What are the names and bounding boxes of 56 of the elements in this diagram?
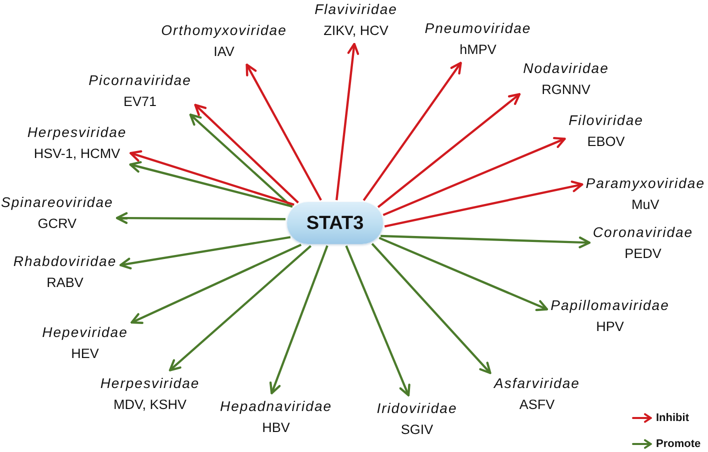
arrow xyxy=(119,236,291,270)
arrow xyxy=(129,161,293,208)
virus-name: RABV xyxy=(46,274,84,292)
virus-family-name: Filoviridae xyxy=(568,111,644,129)
virus-name: EV71 xyxy=(123,93,157,111)
arrow xyxy=(130,244,302,324)
legend-label: Promote xyxy=(656,437,701,451)
arrow xyxy=(194,104,299,204)
virus-name: HSV-1, HCMV xyxy=(34,145,120,163)
virus-name: hMPV xyxy=(460,41,496,59)
virus-name: GCRV xyxy=(38,215,77,233)
virus-family-name: Herpesviridae xyxy=(27,123,127,141)
virus-family-name: Hepeviridae xyxy=(42,323,128,341)
virus-family-name: Spinareoviridae xyxy=(1,193,114,211)
arrow xyxy=(246,64,322,201)
virus-family-name: Orthomyxoviridae xyxy=(161,21,287,39)
virus-name: HEV xyxy=(71,345,99,363)
virus-family-name: Pneumoviridae xyxy=(424,19,532,37)
arrow xyxy=(116,212,286,224)
virus-name: RGNNV xyxy=(542,81,590,99)
virus-name: PEDV xyxy=(624,245,662,263)
arrow xyxy=(269,245,328,394)
virus-name: ASFV xyxy=(519,396,555,414)
virus-family-name: Herpesviridae xyxy=(100,374,200,392)
arrow xyxy=(168,245,312,372)
arrow xyxy=(380,234,590,248)
virus-name: ZIKV, HCV xyxy=(324,22,388,40)
virus-family-name: Papillomaviridae xyxy=(550,296,670,314)
virus-family-name: Flaviviridae xyxy=(314,0,398,18)
arrow xyxy=(336,42,360,200)
virus-name: SGIV xyxy=(400,421,434,439)
arrow xyxy=(362,62,462,202)
protein-node: STAT3 xyxy=(287,202,383,244)
virus-name: IAV xyxy=(214,43,234,61)
legend-label: Inhibit xyxy=(656,411,689,425)
arrow xyxy=(384,180,584,228)
arrow xyxy=(130,150,294,206)
arrow xyxy=(378,236,548,312)
virus-family-name: Nodaviridae xyxy=(523,59,609,77)
arrow xyxy=(189,114,293,208)
virus-name: HBV xyxy=(262,419,290,437)
virus-name: MuV xyxy=(631,196,660,214)
arrow xyxy=(377,93,521,208)
virus-family-name: Coronaviridae xyxy=(592,223,694,241)
virus-name: MDV, KSHV xyxy=(113,396,187,414)
virus-family-name: Asfarviridae xyxy=(494,374,580,392)
arrow xyxy=(371,242,492,374)
virus-name: EBOV xyxy=(587,133,625,151)
virus-family-name: Hepadnaviridae xyxy=(220,397,332,415)
virus-family-name: Rhabdoviridae xyxy=(13,252,117,270)
virus-name: HPV xyxy=(596,318,624,336)
virus-family-name: Iridoviridae xyxy=(376,399,458,417)
arrow xyxy=(345,245,410,396)
virus-family-name: Picornaviridae xyxy=(88,71,192,89)
virus-family-name: Paramyxoviridae xyxy=(586,174,705,192)
arrow xyxy=(382,136,566,216)
